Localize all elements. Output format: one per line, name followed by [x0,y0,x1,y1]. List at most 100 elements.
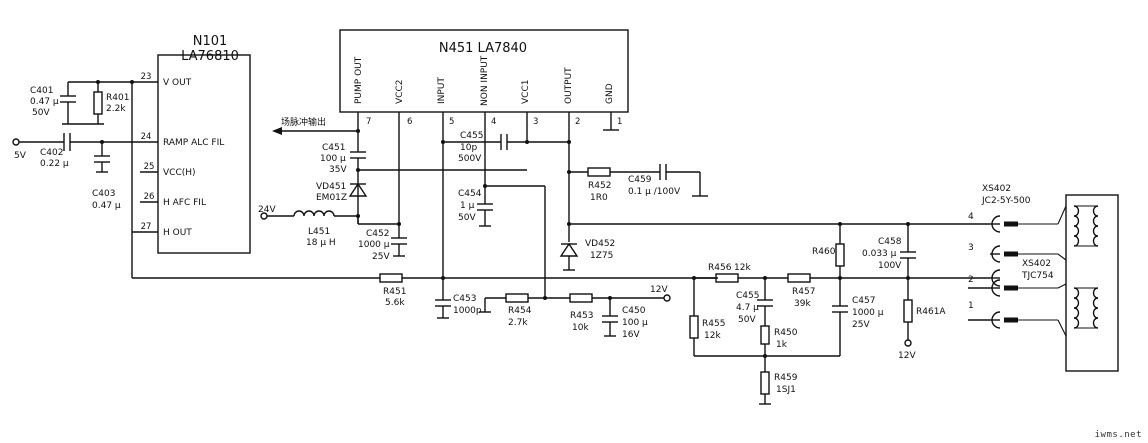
vd451-value: EM01Z [316,193,347,203]
c450-label: C450 [622,306,646,316]
ic-n101-pin23-num: 23 [141,72,152,82]
c402-c403-network [12,133,132,173]
c453-label: C453 [453,294,476,304]
r457-label: R457 [792,287,815,297]
ic-n451-pin6-name: VCC2 [395,80,405,104]
c402-value: 0.22 μ [40,159,69,169]
vd452-label: VD452 [585,239,615,249]
ic-n101-body [157,54,251,254]
ic-n101-pin25-num: 25 [144,162,155,172]
c453 [435,278,451,319]
r455-value: 12k [704,331,721,341]
ic-n101-pin25-name: VCC(H) [163,168,196,178]
r452-label: R452 [588,181,611,191]
c457-voltage: 25V [852,320,870,330]
connector-ref-2: XS402 [1022,259,1051,269]
c455-c454-network [441,134,571,298]
c455b-label: C455 [736,291,759,301]
r456-label: R456 [708,263,732,273]
c403-label: C403 [92,189,115,199]
watermark: iwms.net [1094,430,1142,440]
c454-voltage: 50V [458,213,476,223]
c458-label: C458 [878,237,902,247]
r451-value: 5.6k [385,298,405,308]
output-network [559,164,990,271]
c401-label: C401 [30,86,53,96]
vd451-label: VD451 [316,182,346,192]
c457-label: C457 [852,296,875,306]
ic-n101-ref: N101 [193,34,228,49]
r457-value: 39k [794,299,811,309]
feedback-network [479,293,671,337]
ic-n101-pin24-name: RAMP ALC FIL [163,138,224,148]
c455b-value: 4.7 μ [736,303,759,313]
r459-label: R459 [774,373,798,383]
c452-value: 1000 μ [358,240,390,250]
c450-value: 100 μ [622,318,648,328]
vd452-value: 1Z75 [590,251,613,261]
c455-value: 10p [460,143,477,153]
c451-voltage: 35V [329,165,347,175]
ic-n101-pin26-num: 26 [144,192,155,202]
bottom-bus [131,232,718,283]
supply-12v-a: 12V [650,285,668,295]
c458-value: 0.033 μ [862,249,897,259]
r460-label: R460 [812,247,836,257]
ic-n451-pin5-name: INPUT [437,77,447,104]
supply-5v: 5V [14,151,27,161]
connector-pin2: 2 [968,275,974,285]
r401-label: R401 [106,93,129,103]
r456-value: 12k [734,263,751,273]
ic-n451-pin4-num: 4 [491,117,496,127]
pulse-output-label: 场脉冲输出 [281,116,326,128]
r454-label: R454 [508,306,532,316]
ic-n451-title: N451 LA7840 [439,41,527,56]
l451-c452-network [260,210,407,257]
connector-xs402 [968,205,1067,337]
supply-12v-b: 12V [898,351,916,361]
ic-n451-pin4-name: NON INPUT [480,55,490,106]
c459-label: C459 [628,175,652,185]
ic-n101-pin26-name: H AFC FIL [163,198,206,208]
r453-value: 10k [572,323,589,333]
r455-label: R455 [702,319,725,329]
ic-n451-pin2-name: OUTPUT [564,67,574,104]
connector-part-2: TJC754 [1021,271,1054,281]
connector-pin4: 4 [968,212,974,222]
c401-value: 0.47 μ [30,97,59,107]
ic-n451-pin6-num: 6 [407,117,412,127]
supply-24v: 24V [258,205,276,215]
c450-voltage: 16V [622,330,640,340]
ic-n101-pin27-name: H OUT [163,228,192,238]
c458-voltage: 100V [878,261,902,271]
ic-n101-pin24-num: 24 [141,132,152,142]
c455-label: C455 [460,131,483,141]
ic-n451-pin5-num: 5 [449,117,454,127]
r401-value: 2.2k [106,104,126,114]
connector-part: JC2-5Y-500 [981,196,1031,206]
r452-value: 1R0 [590,193,608,203]
r461a-label: R461A [916,307,946,317]
pump-out-network [272,127,527,224]
l451-label: L451 [308,227,330,237]
ic-n451-body [339,29,629,113]
ic-n451-pin2-num: 2 [575,117,580,127]
r454-value: 2.7k [508,318,528,328]
connector-pin3: 3 [968,243,974,253]
c454-value: 1 μ [460,201,475,211]
r450-value: 1k [776,340,788,350]
c453-value: 1000p [453,306,482,316]
ic-n451-pin3-num: 3 [533,117,538,127]
ic-n451-pin7-name: PUMP OUT [354,56,364,104]
r451-label: R451 [383,287,406,297]
r450-label: R450 [774,328,798,338]
c455b-voltage: 50V [738,315,756,325]
c403-value: 0.47 μ [92,201,121,211]
c455-voltage: 500V [458,154,482,164]
c451-value: 100 μ [320,154,346,164]
ic-n101-part: LA76810 [181,49,239,64]
ic-n451: N451 LA7840 PUMP OUT VCC2 INPUT NON INPU… [339,29,629,278]
c457-value: 1000 μ [852,308,884,318]
c452-label: C452 [366,229,389,239]
